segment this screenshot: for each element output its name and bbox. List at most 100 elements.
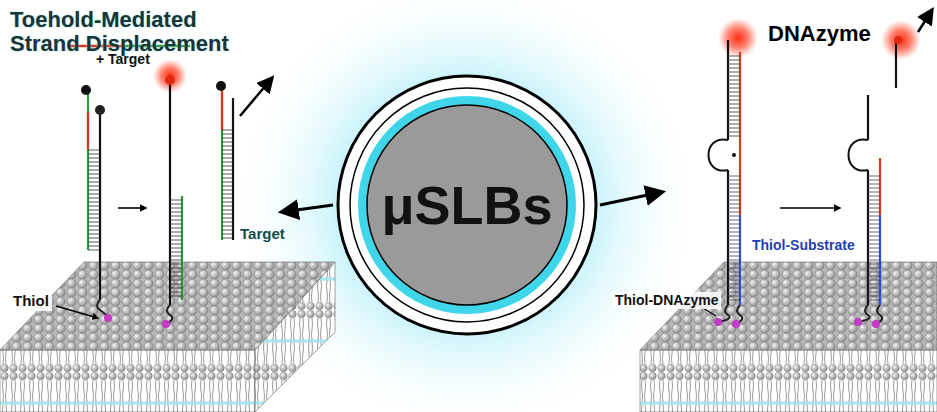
fluorophore-glow [881,20,921,60]
base-pair [868,264,880,265]
base-pair [88,234,100,235]
white-ring [350,88,584,322]
base-pair [222,198,233,199]
base-pair [222,210,233,211]
base-pair [170,232,182,233]
illustration-part [0,262,335,350]
base-pair [88,206,100,207]
base-pair [868,284,880,285]
base-pair [868,280,880,281]
base-pair [88,154,100,155]
base-pair [728,196,740,197]
base-pair [728,280,740,281]
base-pair [868,180,880,181]
base-pair [222,234,233,235]
cyan-glow [231,0,701,412]
base-pair [170,256,182,257]
dna-strand [169,80,171,305]
base-pair [868,208,880,209]
base-pair [868,224,880,225]
dye-dot [854,318,862,326]
base-pair [88,158,100,159]
silica-core [367,105,567,305]
base-pair [170,212,182,213]
base-pair [88,186,100,187]
base-pair [868,288,880,289]
base-pair [728,184,740,185]
base-pair [222,186,233,187]
base-pair [728,100,740,101]
base-pair [728,136,740,137]
base-pair [170,220,182,221]
base-pair [728,180,740,181]
base-pair [222,238,233,239]
base-pair [170,236,182,237]
left-bilayer [0,262,335,412]
panel-title: DNAzyme [768,22,871,46]
base-pair [728,252,740,253]
base-pair [222,138,233,139]
base-pair [170,208,182,209]
base-pair [88,222,100,223]
dna-loop [849,139,869,170]
base-pair [728,116,740,117]
illustration-part [640,350,937,412]
base-pair [728,216,740,217]
base-pair [868,300,880,301]
base-pair [728,68,740,69]
base-pair [222,218,233,219]
thiol-leader [56,306,98,318]
part-label: Thiol-Substrate [752,238,855,253]
base-pair [728,124,740,125]
base-pair [170,276,182,277]
base-pair [222,130,233,131]
part-label: Thiol-DNAzyme [612,292,721,309]
base-pair [868,232,880,233]
base-pair [170,204,182,205]
base-pair [170,224,182,225]
base-pair [868,236,880,237]
base-pair [170,248,182,249]
step-arrow [118,207,146,209]
base-pair [728,92,740,93]
base-pair [222,146,233,147]
base-pair [170,268,182,269]
dna-strand [895,42,897,88]
base-pair [170,228,182,229]
base-pair [222,226,233,227]
base-pair [88,238,100,239]
base-pair [88,178,100,179]
panel-arrow [600,192,662,205]
base-pair [728,104,740,105]
base-pair [170,264,182,265]
base-pair [170,216,182,217]
base-pair [222,206,233,207]
base-pair [868,228,880,229]
base-pair [728,224,740,225]
base-pair [868,268,880,269]
base-pair [868,196,880,197]
base-pair [868,188,880,189]
fluorophore-glow [718,18,758,58]
base-pair [728,296,740,297]
base-pair [728,232,740,233]
base-pair [222,182,233,183]
dye-dot [732,320,740,328]
base-pair [868,256,880,257]
release-arrow [240,78,272,116]
base-pair [88,198,100,199]
base-pair [728,276,740,277]
dye-dot [894,36,902,44]
dna-strand [221,88,223,240]
dye-dot [104,314,112,322]
base-pair [728,248,740,249]
base-pair [868,212,880,213]
base-pair [88,190,100,191]
base-pair [868,260,880,261]
base-pair [868,204,880,205]
base-pair [728,120,740,121]
release-arrow [918,10,932,32]
base-pair [728,108,740,109]
base-pair [868,244,880,245]
